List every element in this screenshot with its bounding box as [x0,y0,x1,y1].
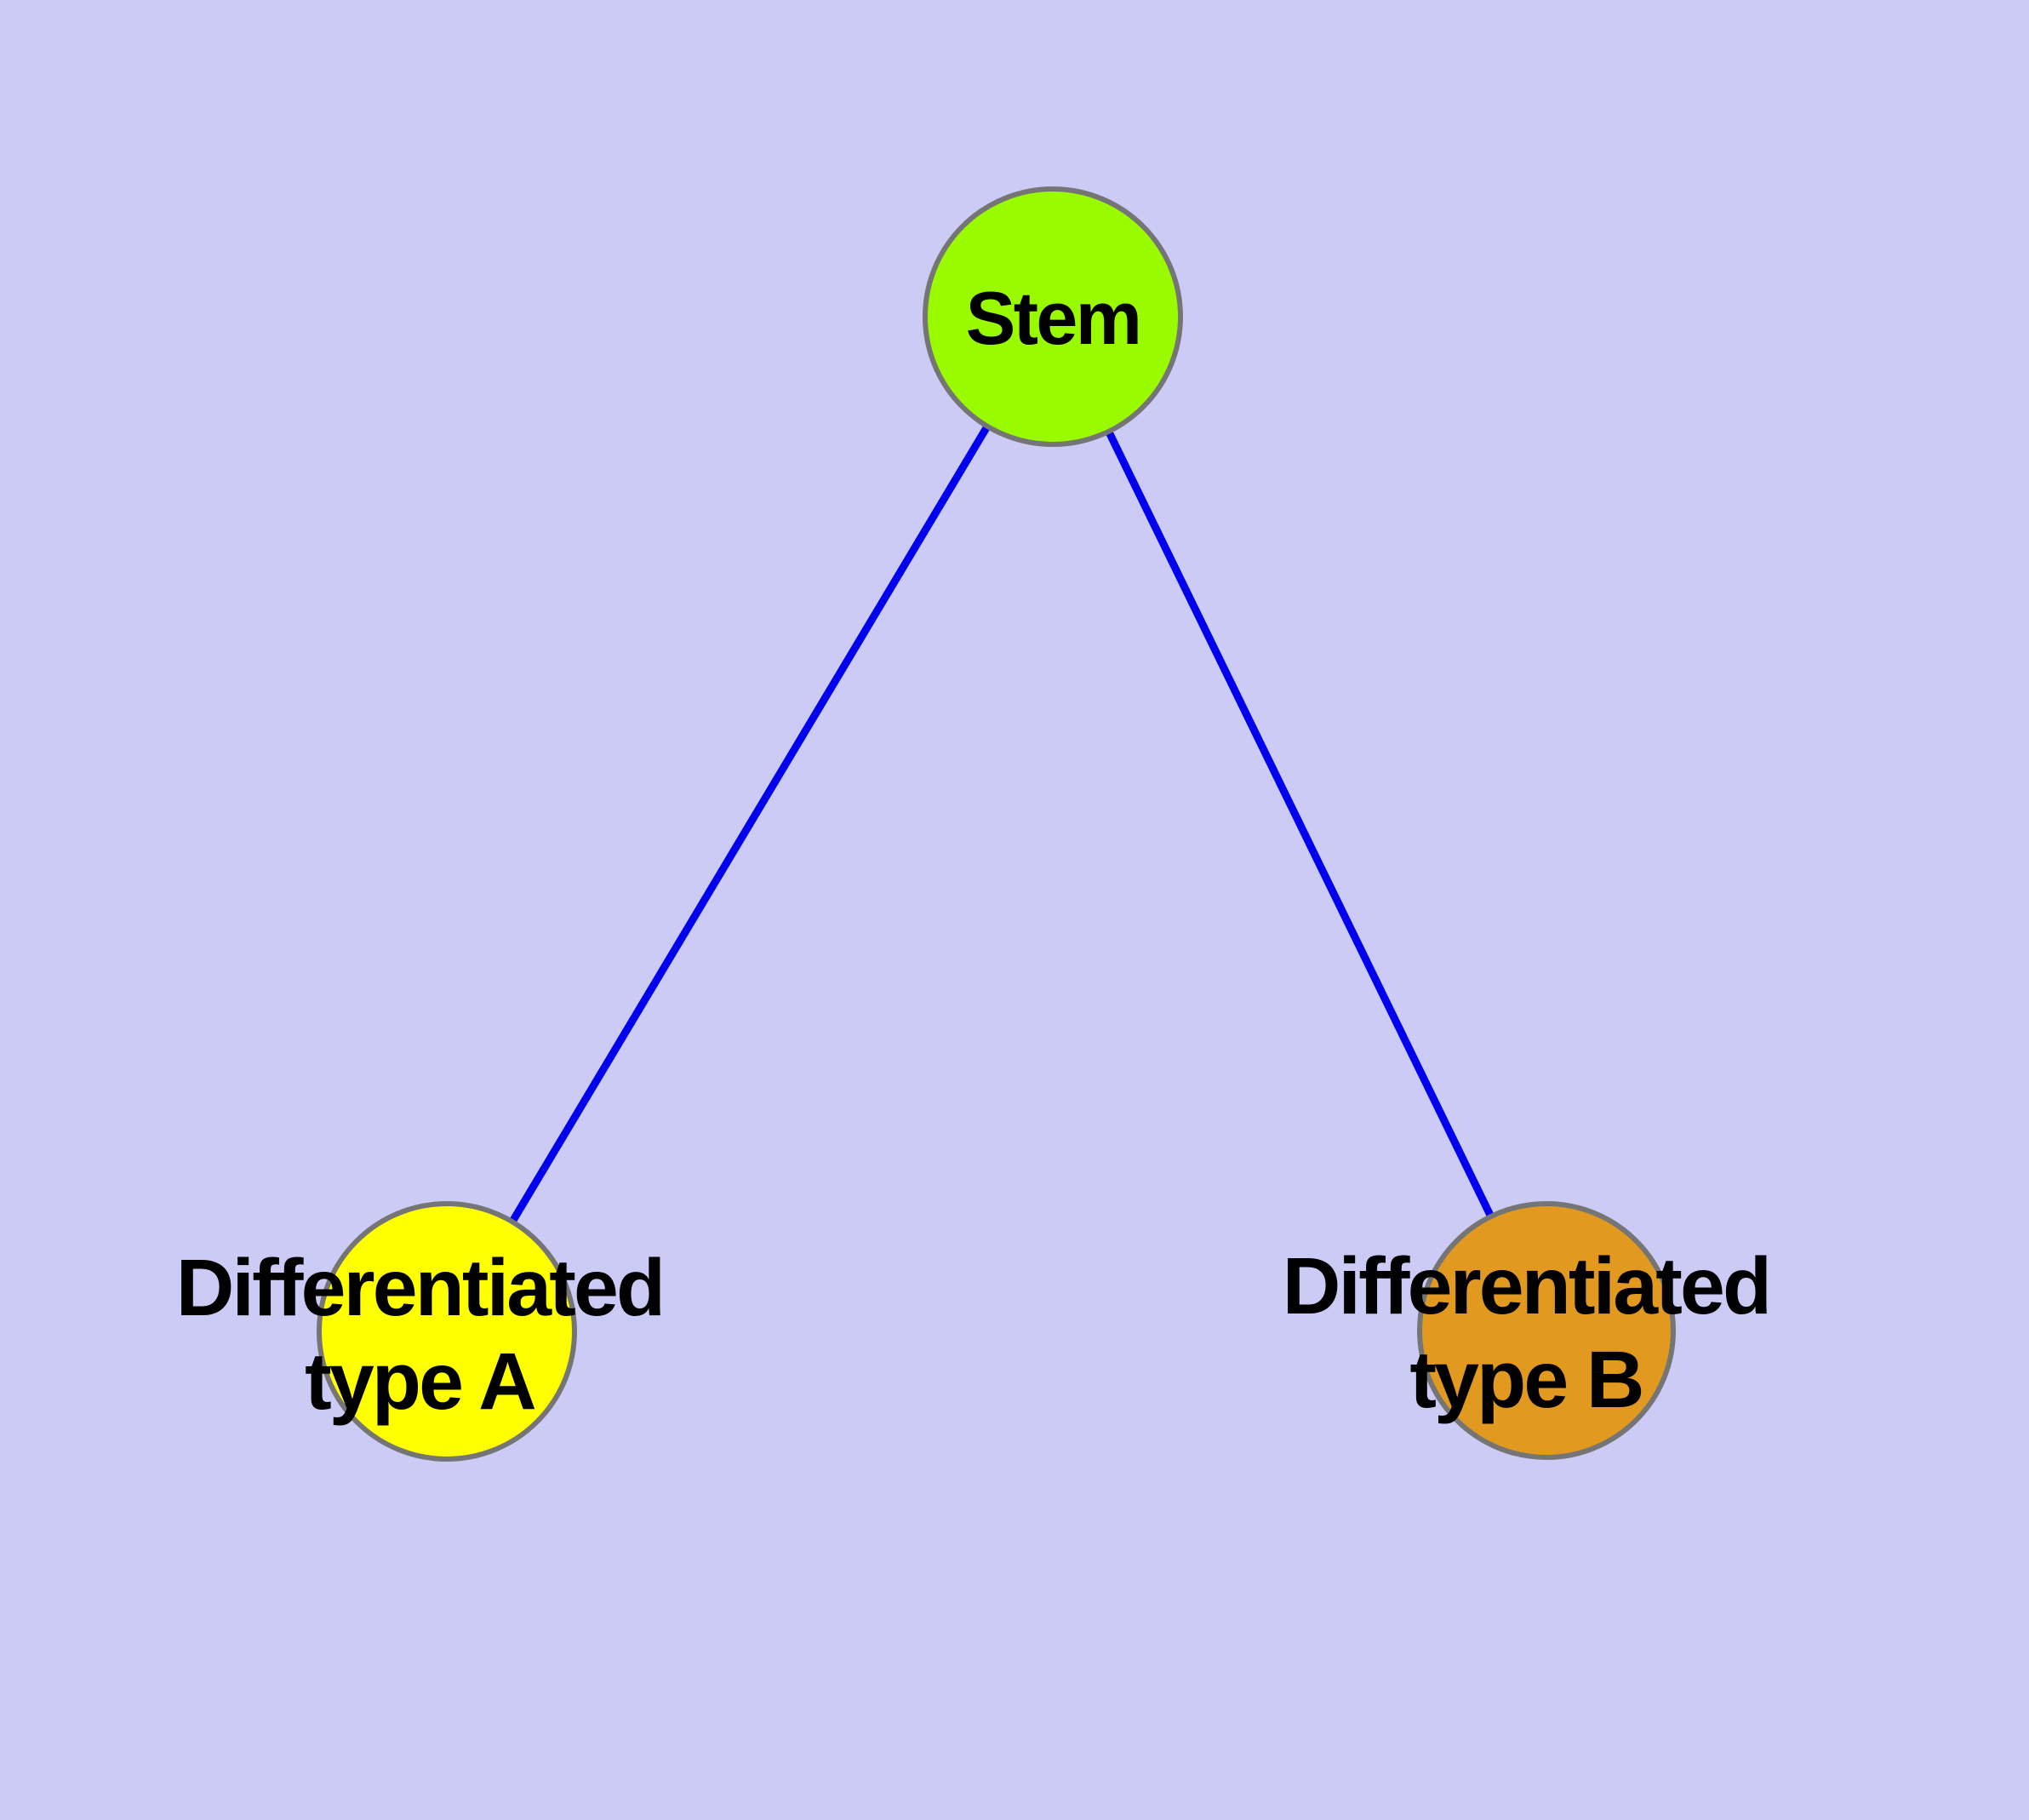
type-b-node-border [1417,1201,1676,1460]
stem-to-type-b-edge [1049,315,1551,1332]
type-a-node-label: Differentiated type A [175,1241,666,1428]
type-a-node [319,1204,574,1459]
type-a-label-line-1: Differentiated [175,1243,666,1333]
type-b-label-line-1: Differentiated [1282,1241,1772,1331]
type-b-node [1420,1204,1673,1457]
type-a-label-line-2: type A [305,1336,537,1427]
stem-node [925,189,1180,444]
type-a-node-border [317,1201,577,1462]
stem-to-type-a-edge [443,314,1056,1334]
stem-node-label: Stem [965,276,1142,360]
type-b-node-label: Differentiated type B [1282,1239,1772,1427]
type-b-label-line-2: type B [1409,1335,1644,1425]
stem-node-border [923,186,1183,447]
